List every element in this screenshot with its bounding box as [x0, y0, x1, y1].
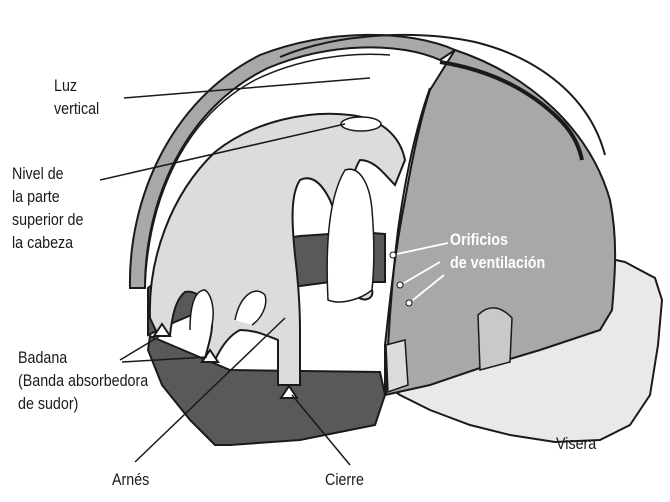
label-orificios: Orificios de ventilación [450, 228, 545, 274]
vent-hole-3 [406, 300, 412, 306]
label-badana: Badana (Banda absorbedora de sudor) [18, 346, 148, 415]
label-nivel-line1: Nivel de [12, 162, 83, 185]
label-nivel-line4: la cabeza [12, 231, 83, 254]
harness-clip [386, 340, 408, 392]
label-orificios-line1: Orificios [450, 228, 545, 251]
accessory-slot [478, 308, 512, 370]
label-nivel: Nivel de la parte superior de la cabeza [12, 162, 83, 254]
label-cierre: Cierre [325, 468, 364, 491]
label-luz-vertical-line2: vertical [54, 97, 99, 120]
leader-luz [124, 78, 370, 98]
label-nivel-line2: la parte [12, 185, 83, 208]
label-arnes: Arnés [112, 468, 149, 491]
label-visera: Visera [556, 432, 596, 455]
label-orificios-line2: de ventilación [450, 251, 545, 274]
label-badana-line3: de sudor) [18, 392, 148, 415]
vent-hole-1 [390, 252, 396, 258]
label-badana-line1: Badana [18, 346, 148, 369]
label-nivel-line3: superior de [12, 208, 83, 231]
vent-hole-2 [397, 282, 403, 288]
label-luz-vertical: Luz vertical [54, 74, 99, 120]
label-luz-vertical-line1: Luz [54, 74, 99, 97]
crown-top [341, 117, 381, 131]
label-badana-line2: (Banda absorbedora [18, 369, 148, 392]
headband-front [148, 336, 385, 445]
